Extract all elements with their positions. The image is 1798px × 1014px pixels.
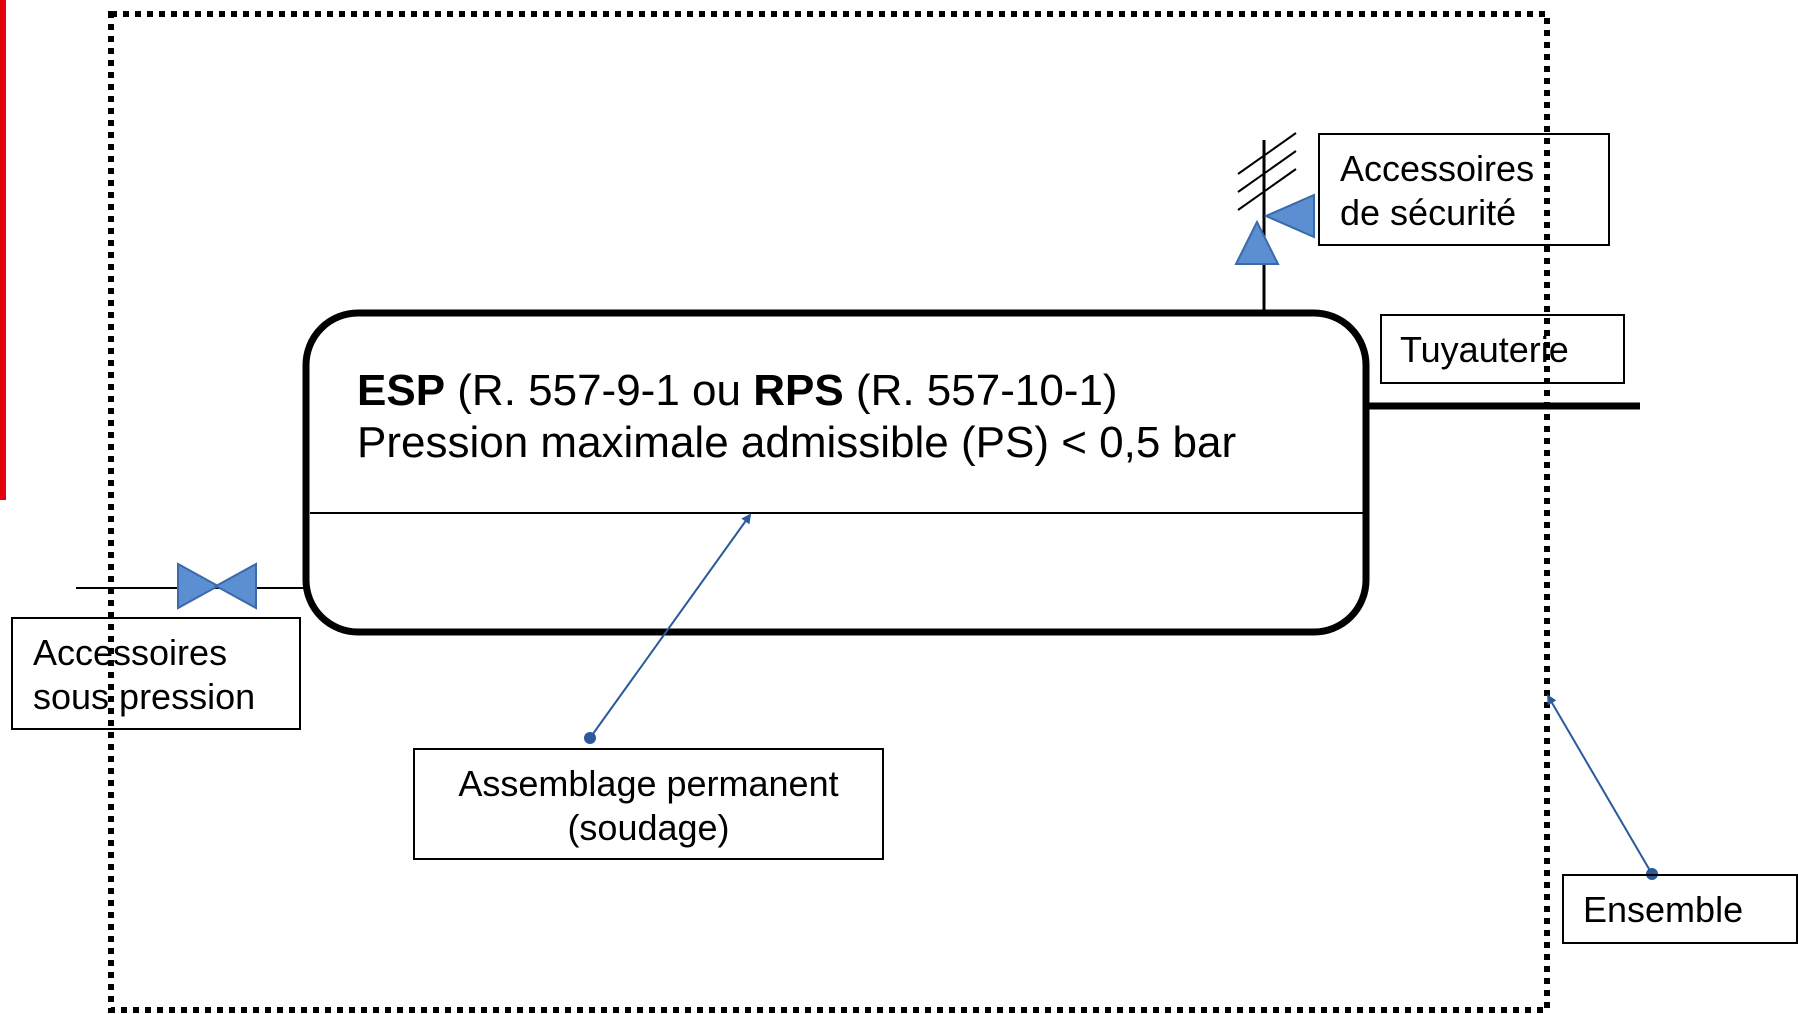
rps-reference: (R. 557-10-1) [843, 366, 1118, 415]
label-accessoires-securite: Accessoires de sécurité [1318, 133, 1610, 246]
safety-valve-up-triangle-icon [1234, 219, 1280, 265]
label-line: Accessoires [33, 632, 228, 673]
label-line: Tuyauterie [1400, 329, 1569, 370]
ensemble-boundary [108, 11, 1550, 1013]
esp-reference: (R. 557-9-1 ou [445, 366, 754, 415]
ensemble-leader-arrow [1546, 694, 1653, 875]
label-assemblage-permanent: Assemblage permanent (soudage) [413, 748, 884, 860]
assemblage-leader-dot [584, 732, 596, 744]
vessel-line-2: Pression maximale admissible (PS) < 0,5 … [357, 418, 1237, 467]
label-tuyauterie: Tuyauterie [1380, 314, 1625, 384]
label-line: Ensemble [1583, 889, 1744, 930]
label-line: Assemblage permanent [458, 763, 839, 804]
label-line: Accessoires [1340, 148, 1535, 189]
vessel-line-1: ESP (R. 557-9-1 ou RPS (R. 557-10-1) [357, 365, 1236, 417]
label-ensemble: Ensemble [1562, 874, 1798, 944]
assemblage-leader-arrow [589, 513, 752, 739]
hatch-icon [1237, 132, 1297, 211]
bowtie-valve-icon [177, 562, 257, 610]
vessel-outline [302, 309, 1370, 636]
safety-valve-left-triangle-icon [1263, 193, 1315, 239]
esp-label: ESP [357, 366, 446, 415]
label-line: de sécurité [1340, 192, 1517, 233]
red-edge-stripe [0, 0, 6, 500]
rps-label: RPS [753, 366, 844, 415]
label-line: sous pression [33, 676, 256, 717]
vessel-description: ESP (R. 557-9-1 ou RPS (R. 557-10-1) Pre… [357, 365, 1236, 469]
label-accessoires-pression: Accessoires sous pression [11, 617, 301, 730]
label-line: (soudage) [567, 807, 730, 848]
